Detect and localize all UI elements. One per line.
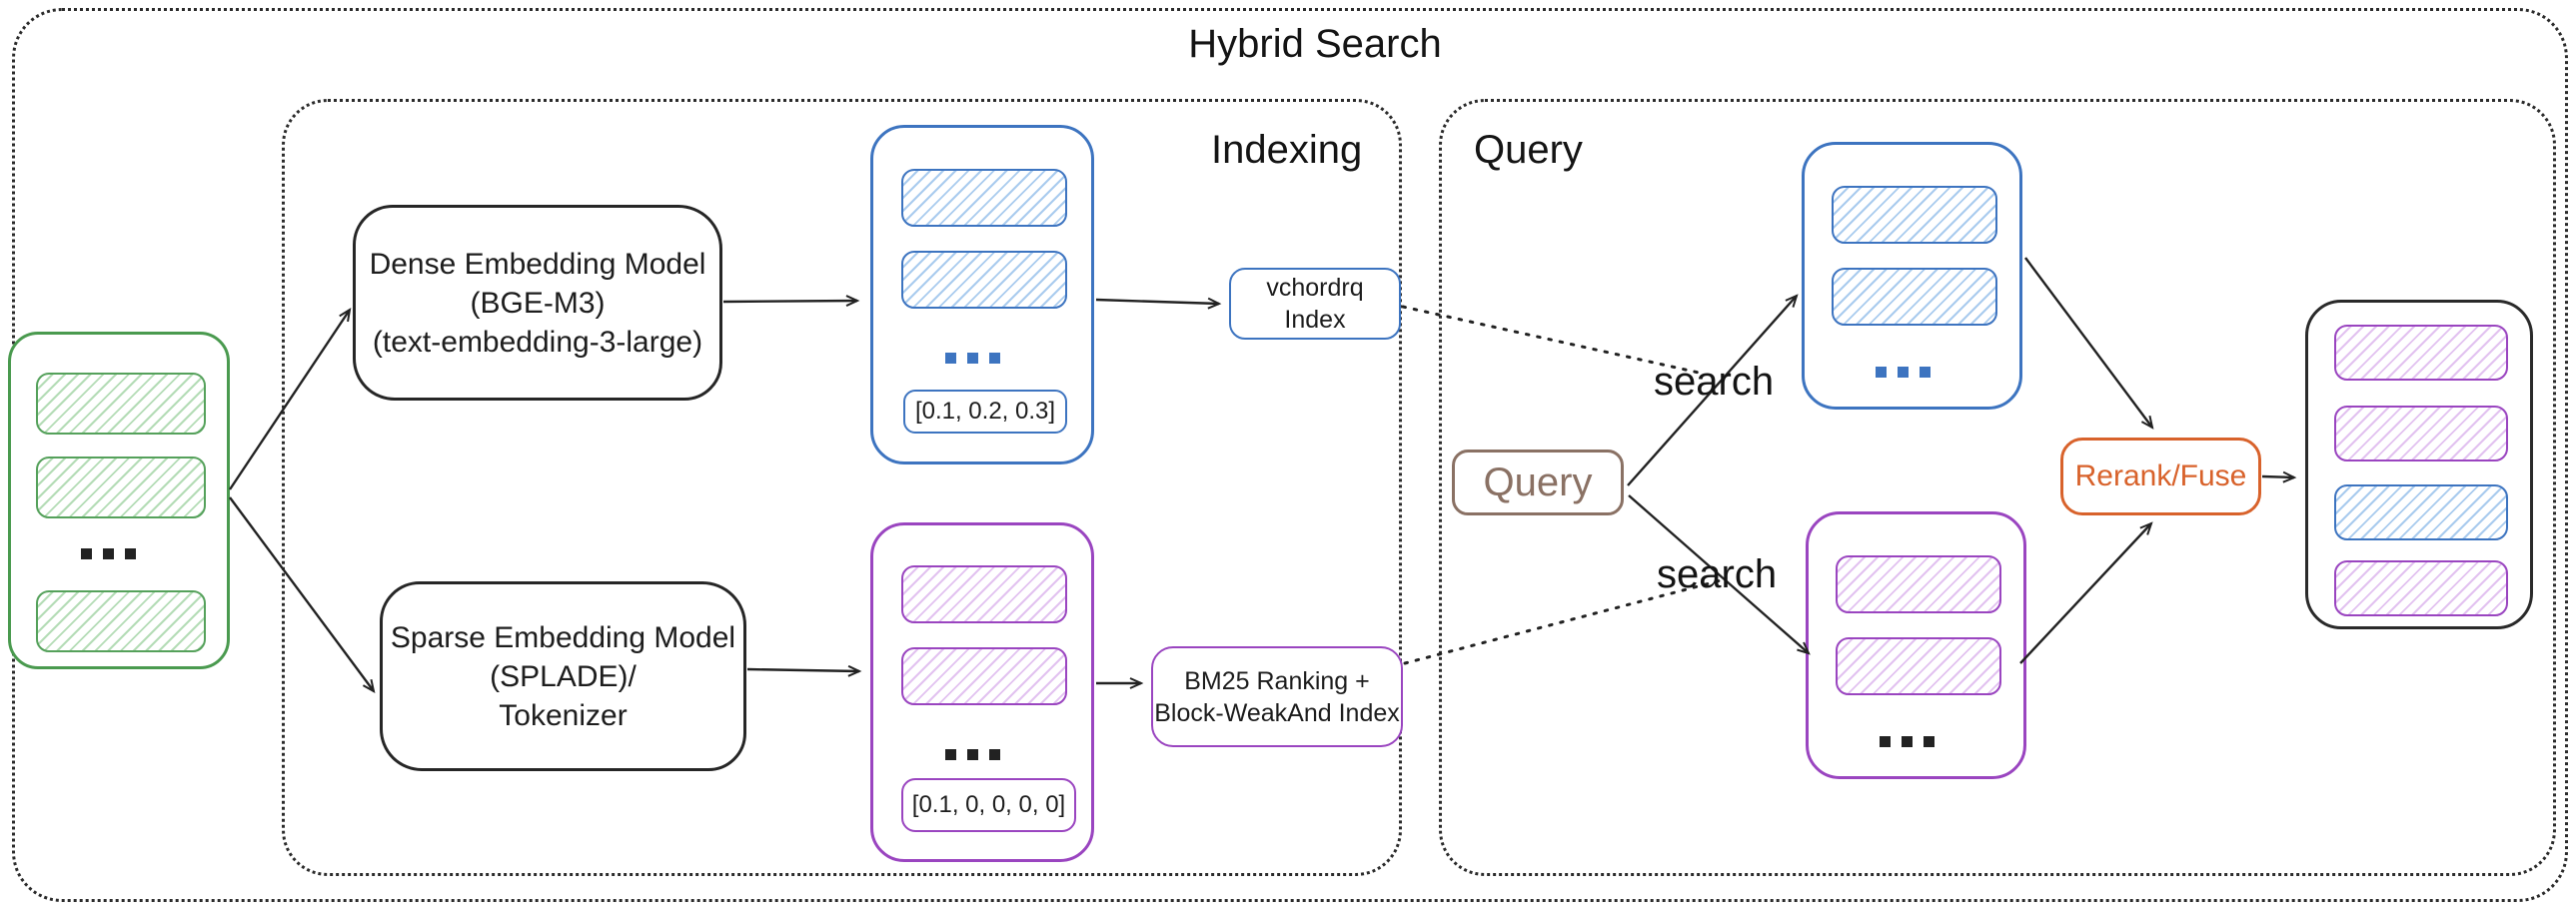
document-chunk: [36, 457, 206, 518]
sparse-vector-bar: [901, 647, 1067, 705]
search-label-sparse: search: [1657, 552, 1778, 596]
ellipsis-dots: [1880, 736, 1934, 747]
result-item-dense: [2334, 484, 2508, 540]
dense-sample-vector: [0.1, 0.2, 0.3]: [903, 390, 1067, 434]
result-item-sparse: [2334, 406, 2508, 461]
query-section-label: Query: [1474, 128, 1583, 172]
sparse-vectors-box: [0.1, 0, 0, 0, 0]: [870, 522, 1094, 862]
vchordrq-line1: vchordrq: [1266, 274, 1364, 302]
sparse-result-bar: [1836, 637, 2001, 695]
ellipsis-dots: [945, 749, 1000, 760]
bm25-line1: BM25 Ranking +: [1184, 666, 1370, 695]
sparse-result-bar: [1836, 555, 2001, 613]
dense-result-bar: [1832, 268, 1997, 326]
query-node-label: Query: [1483, 460, 1593, 504]
vchordrq-line2: Index: [1284, 306, 1346, 334]
fused-results-box: [2305, 300, 2533, 629]
dense-model-line1: Dense Embedding Model: [369, 247, 706, 281]
sparse-model-line1: Sparse Embedding Model: [390, 620, 736, 654]
sparse-vector-bar: [901, 565, 1067, 623]
ellipsis-dots: [945, 353, 1000, 364]
ellipsis-dots: [1876, 367, 1931, 378]
result-item-sparse: [2334, 560, 2508, 616]
dense-vectors-box: [0.1, 0.2, 0.3]: [870, 125, 1094, 464]
dense-model-line2: (BGE-M3): [470, 286, 606, 320]
rerank-fuse-box: Rerank/Fuse: [2060, 438, 2261, 515]
documents-box: [8, 332, 230, 669]
result-item-sparse: [2334, 325, 2508, 381]
sparse-embedding-model-box: Sparse Embedding Model (SPLADE)/ Tokeniz…: [380, 581, 746, 771]
query-node-box: Query: [1452, 450, 1624, 515]
document-chunk: [36, 373, 206, 435]
sparse-sample-vector: [0.1, 0, 0, 0, 0]: [901, 778, 1076, 832]
indexing-section-label: Indexing: [1211, 128, 1363, 172]
sparse-search-results-box: [1806, 511, 2026, 779]
rerank-fuse-label: Rerank/Fuse: [2074, 460, 2247, 492]
sparse-model-line2: (SPLADE)/: [490, 659, 637, 693]
ellipsis-dots: [81, 548, 136, 559]
sparse-model-line3: Tokenizer: [499, 698, 628, 732]
dense-embedding-model-box: Dense Embedding Model (BGE-M3) (text-emb…: [353, 205, 722, 401]
dense-model-line3: (text-embedding-3-large): [372, 325, 703, 359]
bm25-line2: Block-WeakAnd Index: [1154, 698, 1400, 727]
search-label-dense: search: [1654, 360, 1775, 404]
document-chunk: [36, 590, 206, 652]
vchordrq-index-box: vchordrq Index: [1229, 268, 1401, 340]
query-section-frame: [1439, 99, 2556, 876]
dense-search-results-box: [1802, 142, 2022, 410]
dense-vector-bar: [901, 251, 1067, 309]
dense-result-bar: [1832, 186, 1997, 244]
bm25-index-box: BM25 Ranking + Block-WeakAnd Index: [1151, 646, 1403, 747]
dense-vector-bar: [901, 169, 1067, 227]
diagram-title: Hybrid Search: [1188, 22, 1442, 66]
